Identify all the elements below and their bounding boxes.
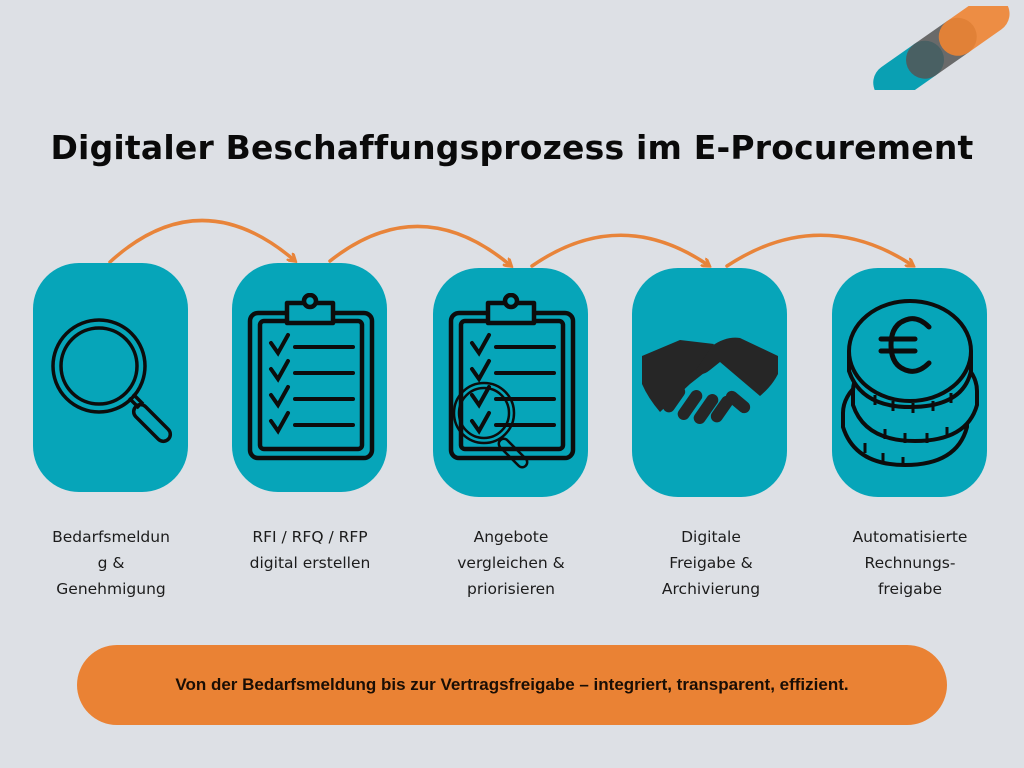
step-card-3 <box>433 268 588 497</box>
label-line: digital erstellen <box>249 554 371 572</box>
page-title: Digitaler Beschaffungsprozess im E-Procu… <box>50 128 974 167</box>
label-line: Angebote <box>473 528 549 546</box>
step-label-5: Automatisierte Rechnungs- freigabe <box>825 524 995 602</box>
step-card-1 <box>33 263 188 492</box>
handshake-icon <box>641 337 778 424</box>
banner-text: Von der Bedarfsmeldung bis zur Vertragsf… <box>175 675 849 694</box>
arrow-1-2 <box>108 218 294 264</box>
label-line: g & <box>97 554 125 572</box>
label-line: Freigabe & <box>669 554 753 572</box>
arrow-2-3 <box>328 224 510 265</box>
step-card-5 <box>832 268 987 497</box>
step-label-4: Digitale Freigabe & Archivierung <box>626 524 796 602</box>
brand-logo <box>873 6 1010 90</box>
clipboard-magnifier-icon <box>448 292 575 468</box>
label-line: RFI / RFQ / RFP <box>252 528 368 546</box>
clipboard-checklist-icon <box>247 292 374 460</box>
label-line: Genehmigung <box>56 580 166 598</box>
label-line: Digitale <box>681 528 741 546</box>
step-card-4 <box>632 268 787 497</box>
label-line: Automatisierte <box>852 528 968 546</box>
label-line: Rechnungs- <box>864 554 956 572</box>
label-line: vergleichen & <box>457 554 565 572</box>
arrow-4-5 <box>725 233 912 268</box>
label-line: freigabe <box>877 580 943 598</box>
arrow-3-4 <box>530 233 708 268</box>
euro-coins-icon <box>840 298 979 467</box>
step-card-2 <box>232 263 387 492</box>
step-label-2: RFI / RFQ / RFP digital erstellen <box>225 524 395 576</box>
label-line: Archivierung <box>661 580 761 598</box>
label-line: priorisieren <box>467 580 555 598</box>
label-line: Bedarfsmeldun <box>52 528 170 546</box>
step-label-1: Bedarfsmeldun g & Genehmigung <box>26 524 196 602</box>
step-label-3: Angebote vergleichen & priorisieren <box>426 524 596 602</box>
magnifier-icon <box>50 317 172 443</box>
summary-banner: Von der Bedarfsmeldung bis zur Vertragsf… <box>77 645 947 725</box>
